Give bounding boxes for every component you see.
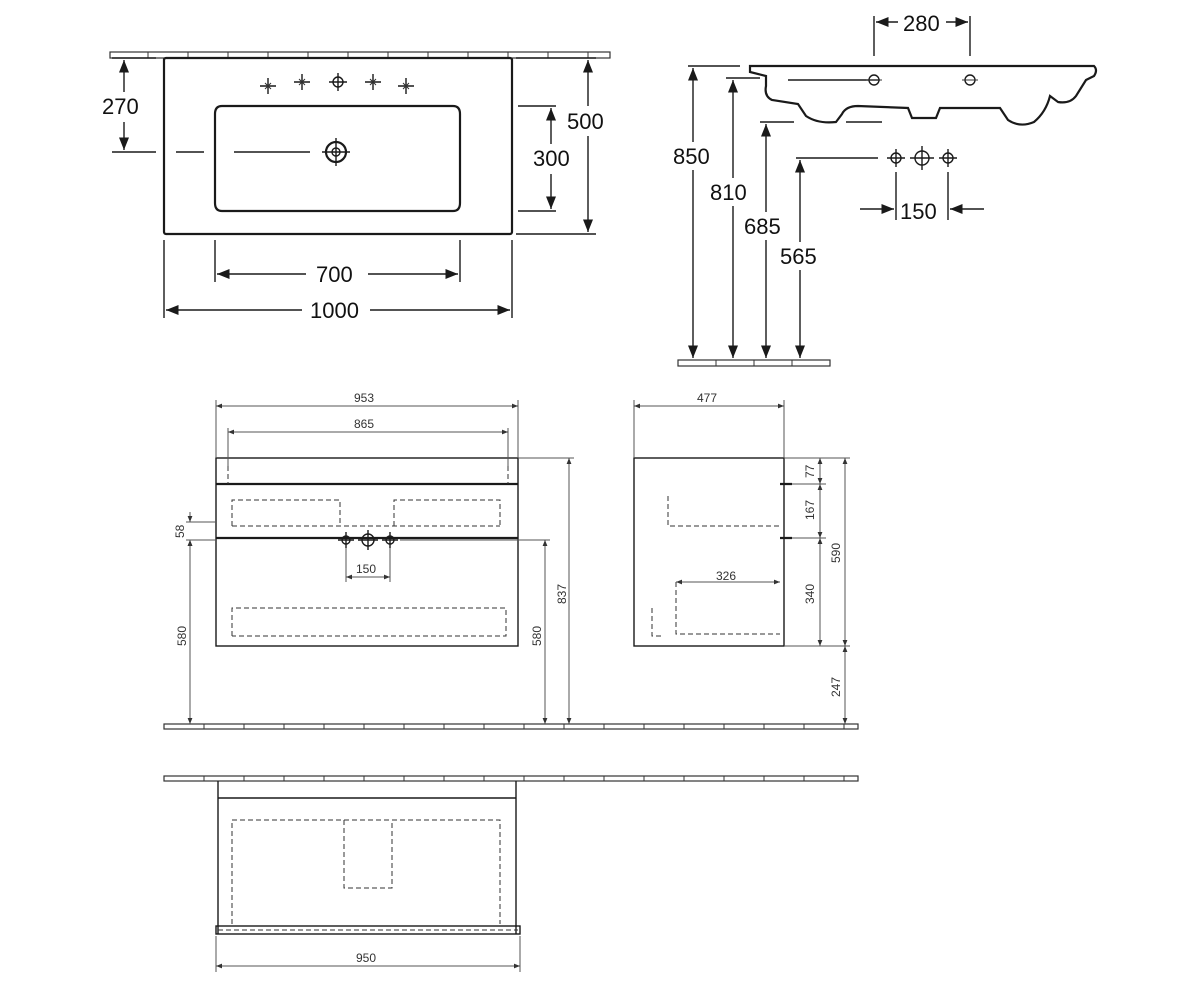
dimension-837: 837 <box>518 457 574 724</box>
vanity-side-view: 477 326 77 167 590 340 247 <box>633 391 850 724</box>
vanity-plan-view: 950 <box>163 775 859 972</box>
dimension-150-profile: 150 <box>860 172 984 224</box>
dimension-280: 280 <box>873 11 971 56</box>
dim-247-label: 247 <box>829 677 843 697</box>
lower-drawer-hidden <box>231 607 507 637</box>
dimension-865: 865 <box>227 417 509 466</box>
upper-drawer-hidden <box>231 499 501 527</box>
dim-850-label: 850 <box>673 144 710 169</box>
dimension-685: 685 <box>744 121 882 358</box>
basin-top-view: 270 500 300 700 1000 <box>102 51 611 323</box>
dim-950-label: 950 <box>356 951 376 965</box>
dim-700-label: 700 <box>316 262 353 287</box>
dimension-580-right: 580 <box>400 539 550 724</box>
dim-865-label: 865 <box>354 417 374 431</box>
basin-outline <box>162 56 514 236</box>
tap-hole-icons <box>260 73 414 94</box>
dimension-270: 270 <box>102 57 156 153</box>
dimension-500: 500 <box>516 57 604 235</box>
dim-150-front-label: 150 <box>356 562 376 576</box>
dim-77-label: 77 <box>803 464 817 478</box>
dim-150-profile-label: 150 <box>900 199 937 224</box>
cabinet-plan-sides <box>217 781 517 934</box>
floor-line-front <box>163 723 859 730</box>
dim-953-label: 953 <box>354 391 374 405</box>
waste-icon <box>322 138 350 166</box>
dimension-326: 326 <box>676 569 780 585</box>
dim-167-label: 167 <box>803 500 817 520</box>
drawer-plan-hidden <box>231 819 501 924</box>
basin-profile <box>748 64 1098 126</box>
dimension-chain-side <box>784 457 850 724</box>
dim-837-label: 837 <box>555 584 569 604</box>
dimension-580-left: 580 <box>175 539 196 724</box>
cabinet-front <box>215 457 519 647</box>
dimension-953: 953 <box>215 391 519 458</box>
lower-drawer-side-hidden <box>651 582 780 637</box>
dimension-58: 58 <box>173 512 216 550</box>
dim-477-label: 477 <box>697 391 717 405</box>
dim-590-label: 590 <box>829 543 843 563</box>
dimension-300: 300 <box>518 105 570 212</box>
dim-58-label: 58 <box>173 524 187 538</box>
dimension-700: 700 <box>214 240 461 287</box>
tap-holes-front <box>338 530 398 550</box>
dim-300-label: 300 <box>533 146 570 171</box>
dim-326-label: 326 <box>716 569 736 583</box>
basin-side-profile: 280 850 810 685 56 <box>673 11 1098 367</box>
dimension-477: 477 <box>633 391 785 458</box>
dimension-950: 950 <box>215 936 521 972</box>
dimension-1000: 1000 <box>163 240 513 323</box>
dim-500-label: 500 <box>567 109 604 134</box>
tap-holes-elevation <box>887 146 957 170</box>
dim-280-label: 280 <box>903 11 940 36</box>
dimension-565: 565 <box>780 157 878 358</box>
basin-hidden-edge <box>227 466 509 484</box>
dim-580-left-label: 580 <box>175 626 189 646</box>
side-drawer-fronts <box>780 482 792 540</box>
cabinet-side <box>633 457 785 647</box>
dim-340-label: 340 <box>803 584 817 604</box>
upper-drawer-side-hidden <box>667 496 780 527</box>
dim-810-label: 810 <box>710 180 747 205</box>
wall-line-top <box>109 51 611 59</box>
vanity-front-view: 953 865 58 150 580 <box>163 391 859 730</box>
drawer-front-plan <box>215 925 521 935</box>
dim-270-label: 270 <box>102 94 139 119</box>
dim-580-right-label: 580 <box>530 626 544 646</box>
wall-line-plan <box>163 775 859 782</box>
dimension-150-front: 150 <box>345 548 391 582</box>
dim-1000-label: 1000 <box>310 298 359 323</box>
dim-565-label: 565 <box>780 244 817 269</box>
dim-685-label: 685 <box>744 214 781 239</box>
tap-hole-icon-left <box>866 74 882 86</box>
dimension-850: 850 <box>673 65 740 358</box>
dimension-810: 810 <box>710 77 760 358</box>
tap-hole-icon-right <box>962 74 978 86</box>
basin-bowl <box>213 104 462 213</box>
floor-line-profile <box>677 359 831 367</box>
